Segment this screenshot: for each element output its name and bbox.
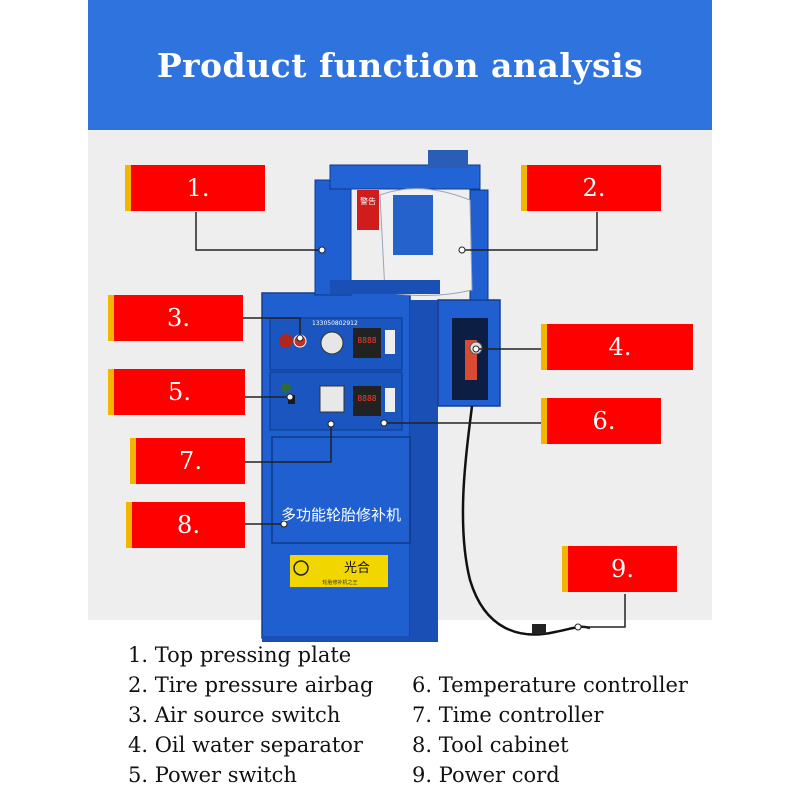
callout-6: 6. xyxy=(541,398,661,444)
legend-item: 2. Tire pressure airbag xyxy=(128,673,374,697)
leader-dot-7 xyxy=(327,420,335,428)
cabinet-base xyxy=(262,636,438,642)
callout-2: 2. xyxy=(521,165,661,211)
legend-right: 6. Temperature controller 7. Time contro… xyxy=(412,670,688,790)
brand-subtitle: 轮胎修补机之王 xyxy=(322,579,357,586)
terminal-block-1 xyxy=(385,330,395,354)
terminal-block-2 xyxy=(385,388,395,412)
leader-9 xyxy=(578,594,626,628)
time-controller xyxy=(319,385,345,413)
callout-4: 4. xyxy=(541,324,693,370)
cabinet-side xyxy=(410,300,438,638)
callout-5: 5. xyxy=(108,369,245,415)
pressure-gauge-icon xyxy=(320,331,344,355)
top-pressing-plate xyxy=(329,164,481,190)
leader-dot-4 xyxy=(472,345,480,353)
temp-display-1: 8888 xyxy=(357,336,376,345)
leader-2 xyxy=(462,212,598,251)
callout-8: 8. xyxy=(126,502,245,548)
callout-1: 1. xyxy=(125,165,265,211)
press-arm-right xyxy=(469,189,489,301)
leader-dot-5 xyxy=(286,393,294,401)
plug-icon xyxy=(532,624,546,634)
leader-dot-6 xyxy=(380,419,388,427)
leader-dot-1 xyxy=(318,246,326,254)
serial-number: 133050802912 xyxy=(312,320,358,327)
leader-dot-3 xyxy=(296,334,304,342)
warning-sign xyxy=(357,190,379,230)
machine-front-text: 多功能轮胎修补机 xyxy=(281,506,401,524)
airbag-clamp xyxy=(393,195,433,255)
leader-3 xyxy=(241,317,301,338)
legend-item: 4. Oil water separator xyxy=(128,733,363,757)
leader-dot-8 xyxy=(280,520,288,528)
tool-cabinet-door xyxy=(271,436,411,544)
legend-item: 9. Power cord xyxy=(412,763,560,787)
brand-plate xyxy=(290,555,388,587)
temperature-controller-2 xyxy=(353,386,381,416)
legend-item: 7. Time controller xyxy=(412,703,604,727)
legend-item: 5. Power switch xyxy=(128,763,297,787)
indicator-light-icon xyxy=(281,383,291,393)
brand-logo-icon xyxy=(293,560,309,576)
legend-item: 1. Top pressing plate xyxy=(128,643,352,667)
legend-item: 3. Air source switch xyxy=(128,703,341,727)
leader-dot-9 xyxy=(574,623,582,631)
brand-name: 光合 xyxy=(344,561,370,576)
temperature-controller-1 xyxy=(353,328,381,358)
callout-3: 3. xyxy=(108,295,243,341)
press-base xyxy=(330,280,440,294)
callout-7: 7. xyxy=(130,438,245,484)
leader-dot-2 xyxy=(458,246,466,254)
legend-item: 8. Tool cabinet xyxy=(412,733,569,757)
legend-item: 6. Temperature controller xyxy=(412,673,688,697)
temp-display-2: 8888 xyxy=(357,394,376,403)
air-source-switch-icon xyxy=(279,334,293,348)
callout-9: 9. xyxy=(562,546,677,592)
leader-1 xyxy=(195,212,322,251)
screw-mechanism xyxy=(428,150,468,168)
press-arm-left xyxy=(314,179,352,296)
power-cord xyxy=(461,405,591,636)
warning-sign-text: 警告 xyxy=(360,196,376,206)
legend-left: 1. Top pressing plate 2. Tire pressure a… xyxy=(128,640,373,790)
leader-7 xyxy=(245,424,332,463)
page-title: Product function analysis xyxy=(156,45,644,85)
title-banner: Product function analysis xyxy=(88,0,712,130)
